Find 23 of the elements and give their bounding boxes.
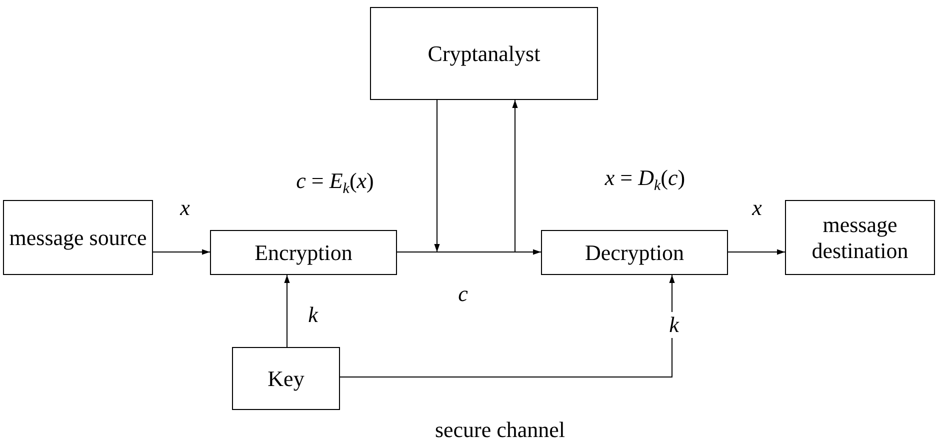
process-box <box>785 200 935 275</box>
box-label: message source <box>9 224 147 250</box>
arrow <box>284 274 290 348</box>
process-box <box>210 230 397 275</box>
box-label: message destination <box>810 212 910 263</box>
box-label: Encryption <box>254 240 352 266</box>
process-box <box>232 347 340 410</box>
arrow <box>434 100 440 252</box>
equation-label: x = D$_{k}$(c) <box>604 164 686 196</box>
process-box <box>370 7 598 100</box>
arrow <box>512 100 518 252</box>
arrow <box>340 274 675 378</box>
arrow <box>728 249 786 255</box>
edge-label: k <box>667 312 681 338</box>
note-label: secure channel <box>434 417 566 443</box>
process-box <box>3 200 153 275</box>
arrow <box>152 249 210 255</box>
equation-label: c = E$_{k}$(x) <box>296 168 374 198</box>
arrow <box>396 249 542 255</box>
box-label: Decryption <box>585 240 684 266</box>
box-label: Key <box>268 366 304 392</box>
box-label: Cryptanalyst <box>428 40 540 66</box>
process-box <box>541 230 728 275</box>
